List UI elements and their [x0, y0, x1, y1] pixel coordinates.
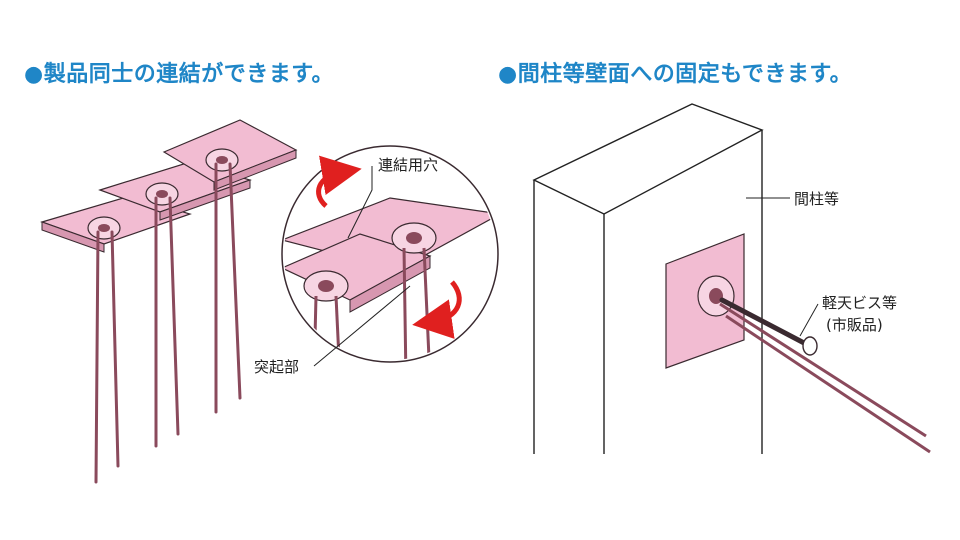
stud-top: [532, 103, 764, 215]
boss-3: [205, 148, 239, 172]
rotate-arrow-lower: [412, 280, 462, 339]
label-screw-note: (市販品): [826, 316, 883, 334]
stud-diagram: [532, 103, 931, 454]
left-heading: ●製品同士の連結ができます。: [24, 62, 334, 87]
label-stud: 間柱等: [794, 190, 840, 208]
label-screw: 軽天ビス等: [822, 294, 898, 312]
boss-1: [87, 216, 121, 240]
label-connection-hole: 連結用穴: [378, 156, 439, 174]
hanging-rods: [94, 162, 242, 484]
rotate-arrow-upper: [316, 155, 362, 208]
detail-zoom-circle: [281, 145, 499, 367]
right-heading: ●間柱等壁面への固定もできます。: [498, 62, 853, 87]
connected-plates-diagram: [40, 119, 298, 484]
boss-2: [145, 182, 179, 206]
screw: [719, 297, 818, 356]
label-protrusion: 突起部: [254, 358, 300, 376]
